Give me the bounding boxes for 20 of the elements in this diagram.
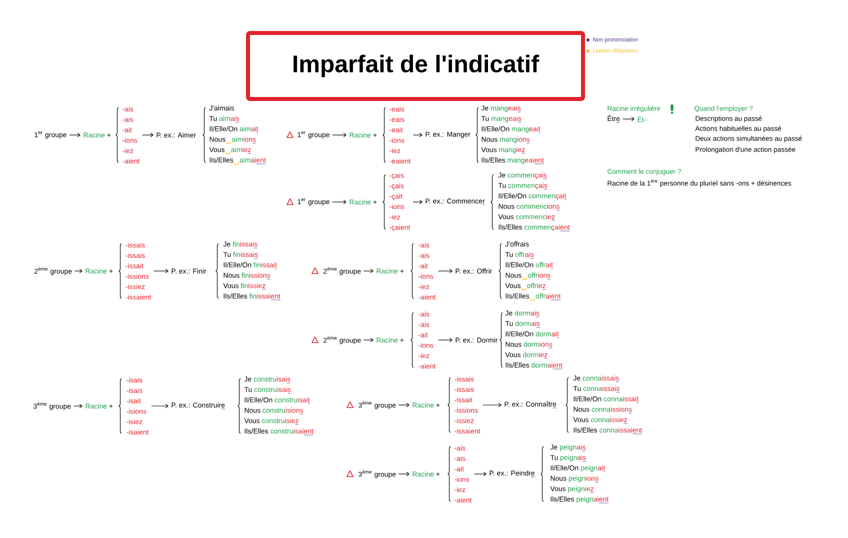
arrow [154, 268, 168, 274]
arrow [398, 472, 410, 476]
arrow [69, 132, 80, 138]
arrow [363, 268, 374, 274]
arrow [474, 472, 486, 476]
arrow [398, 402, 410, 408]
arrow [622, 116, 634, 122]
arrow [363, 338, 374, 342]
arrow [482, 402, 502, 408]
arrow [413, 132, 422, 138]
arrow [438, 338, 452, 342]
arrow [438, 268, 452, 274]
title-box: Imparfait de l'indicatif [246, 31, 585, 101]
arrow [151, 404, 168, 408]
arrow [73, 404, 82, 408]
arrow [142, 132, 154, 138]
arrow [332, 200, 346, 204]
arrow [74, 268, 82, 274]
arrow [412, 200, 422, 204]
arrow [332, 132, 346, 138]
